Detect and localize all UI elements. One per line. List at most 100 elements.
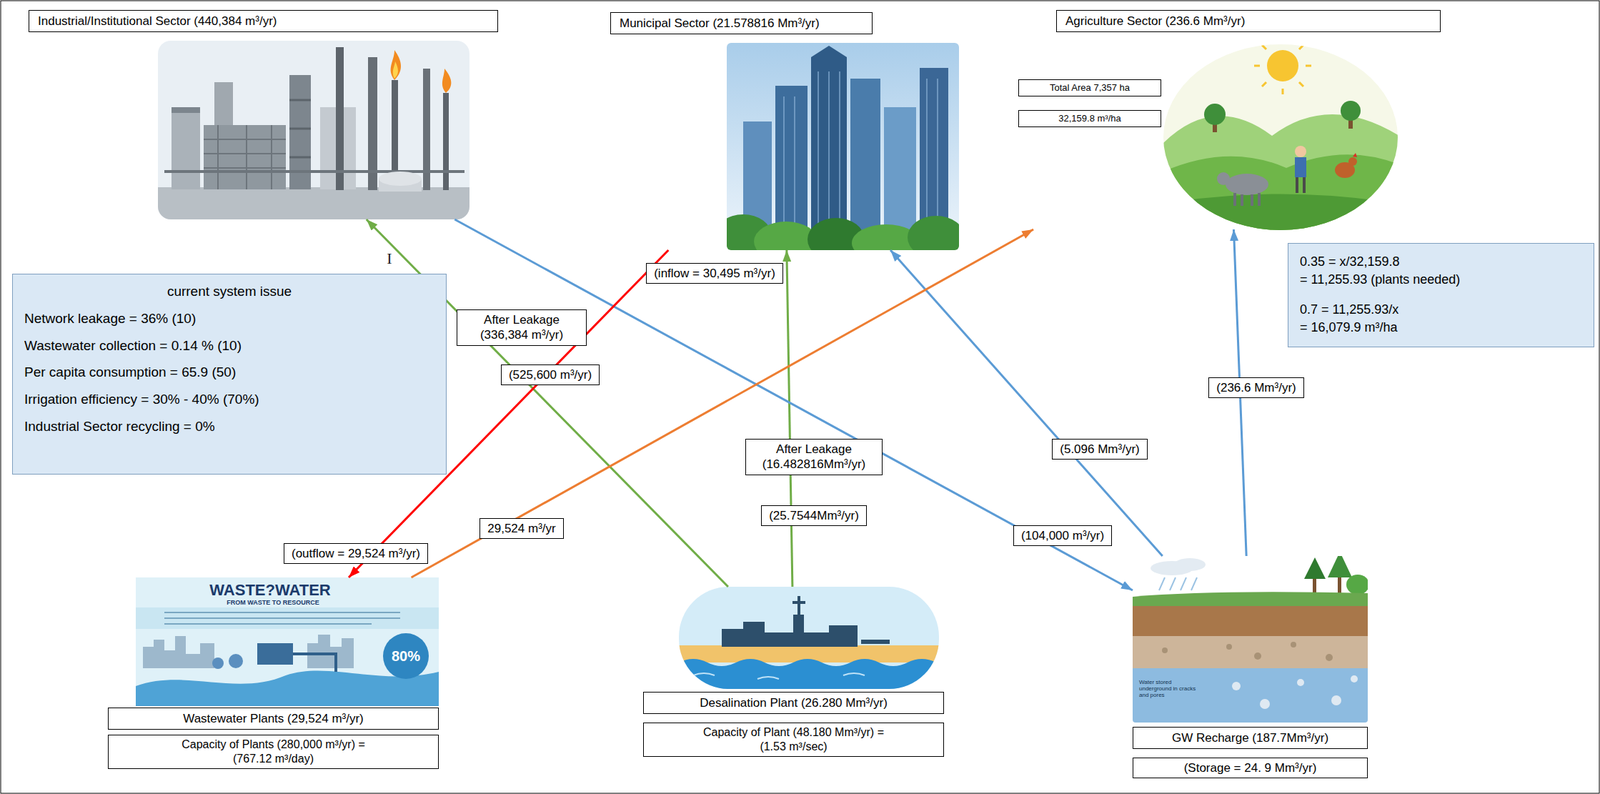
farm-picture <box>1216 172 1230 186</box>
sector-title: Agriculture Sector (236.6 Mm³/yr) <box>1056 10 1441 33</box>
issue-box: current system issueNetwork leakage = 36… <box>12 273 447 475</box>
sector-node: Agriculture Sector (236.6 Mm³/yr) Total A… <box>1018 10 1441 230</box>
groundwater-picture <box>1350 675 1358 683</box>
box-text: After Leakage (336,384 m³/yr) <box>464 312 579 344</box>
refinery-picture <box>214 82 233 126</box>
box-text: (25.7544Mm³/yr) <box>768 508 859 524</box>
capacity-box: Capacity of Plants (280,000 m³/yr) = (76… <box>107 734 439 769</box>
refinery-picture <box>442 68 451 93</box>
groundwater-picture <box>1132 668 1368 723</box>
farm-picture <box>1163 42 1400 232</box>
poster-subtitle: FROM WASTE TO RESOURCE <box>226 598 319 606</box>
refinery-picture <box>171 107 201 113</box>
flow-label-box: (104,000 m³/yr) <box>1013 525 1112 546</box>
farm-picture <box>1297 177 1305 193</box>
wastewater-poster <box>142 635 215 669</box>
cursor-mark-holder: I <box>386 249 392 268</box>
city-picture <box>883 107 917 243</box>
desalination-picture <box>721 614 858 647</box>
sector-title: Wastewater Plants (29,524 m³/yr) <box>107 707 439 730</box>
refinery-picture <box>393 61 399 79</box>
wastewater-poster <box>257 643 293 665</box>
box-text: (outflow = 29,524 m³/yr) <box>291 545 421 561</box>
flow-label-box: (525,600 m³/yr) <box>500 364 600 386</box>
flow-label-box: (25.7544Mm³/yr) <box>761 505 867 526</box>
farm-picture <box>1348 157 1358 166</box>
groundwater-picture <box>1159 577 1197 591</box>
groundwater-picture <box>1346 574 1368 595</box>
box-text: 0.7 = 11,255.93/x <box>1299 301 1583 318</box>
refinery-picture <box>157 40 470 220</box>
groundwater-picture <box>1231 681 1241 691</box>
flow-label-box: (236.6 Mm³/yr) <box>1208 377 1304 399</box>
cursor-mark: I <box>386 249 392 268</box>
box-text: Per capita consumption = 65.9 (50) <box>24 363 435 381</box>
farm-picture <box>1163 114 1400 232</box>
groundwater-picture <box>1254 652 1262 660</box>
box-text: current system issue <box>24 282 435 301</box>
poster-percent: 80% <box>391 648 421 665</box>
box-text: Capacity of Plant (48.180 Mm³/yr) = (1.5… <box>696 725 892 754</box>
groundwater-picture <box>1297 678 1305 687</box>
flow-arrow <box>454 219 1133 591</box>
poster-title-holder: WASTE?WATER <box>209 580 331 599</box>
desalination-picture <box>678 658 939 689</box>
refinery-picture <box>289 100 311 158</box>
farm-picture <box>1352 152 1358 158</box>
wastewater-poster <box>383 633 429 679</box>
refinery-picture <box>335 47 344 191</box>
groundwater-picture <box>1161 647 1168 654</box>
box-text: 29,524 m³/yr <box>487 520 556 536</box>
box-text: 32,159.8 m³/ha <box>1023 112 1157 125</box>
box-text: Industrial Sector recycling = 0% <box>24 418 435 436</box>
refinery-picture <box>157 40 470 220</box>
box-text: 0.35 = x/32,159.8 <box>1299 253 1583 271</box>
box-text: Total Area 7,357 ha <box>1023 82 1157 94</box>
box-text: After Leakage (16.482816Mm³/yr) <box>753 441 875 473</box>
recharge-node: GW Recharge (187.7Mm³/yr) <box>1132 555 1368 754</box>
refinery-picture <box>443 92 449 191</box>
flow-label-box: 29,524 m³/yr <box>479 518 564 539</box>
groundwater-picture <box>1132 591 1368 608</box>
wastewater-poster <box>292 653 336 672</box>
wastewater-poster <box>228 653 243 669</box>
box-text: Capacity of Plants (280,000 m³/yr) = (76… <box>171 737 376 767</box>
city-picture <box>775 85 808 243</box>
refinery-picture <box>390 50 401 81</box>
box-text: (525,600 m³/yr) <box>508 367 592 383</box>
desalination-picture <box>792 595 806 615</box>
flow-label-box: (outflow = 29,524 m³/yr) <box>283 543 429 564</box>
groundwater-picture <box>1226 643 1232 650</box>
flow-arrow <box>786 250 793 587</box>
desalination-picture <box>861 639 890 644</box>
farm-picture <box>1163 194 1400 233</box>
city-picture <box>811 45 847 58</box>
city-picture <box>783 71 938 236</box>
groundwater-picture <box>1327 555 1353 578</box>
farm-picture <box>1225 173 1269 196</box>
refinery-picture <box>171 107 201 190</box>
flow-label-box: (inflow = 30,495 m³/yr) <box>646 262 784 284</box>
groundwater-picture <box>1290 641 1297 648</box>
plant-node: Desalination Plant (26.280 Mm³/yr) <box>643 586 944 720</box>
picture-caption: Water stored underground in cracks and p… <box>1139 678 1198 699</box>
farm-picture <box>1204 103 1226 126</box>
farm-picture <box>1254 37 1312 95</box>
farm-picture <box>1294 157 1307 178</box>
refinery-picture <box>203 125 286 190</box>
city-picture <box>850 78 881 243</box>
sector-title: Municipal Sector (21.578816 Mm³/yr) <box>610 12 873 35</box>
refinery-picture <box>164 170 465 173</box>
sector-title: Industrial/Institutional Sector (440,384… <box>28 10 499 33</box>
city-picture <box>907 215 959 251</box>
wastewater-poster <box>135 577 439 707</box>
capacity-box: Capacity of Plant (48.180 Mm³/yr) = (1.5… <box>643 722 944 757</box>
wastewater-poster <box>164 612 401 624</box>
refinery-picture <box>203 125 286 190</box>
fact-box: 32,159.8 m³/ha <box>1018 110 1162 128</box>
box-text: (Storage = 24. 9 Mm³/yr) <box>1140 760 1360 776</box>
flow-label-box: (5.096 Mm³/yr) <box>1051 438 1147 460</box>
city-picture <box>726 42 959 251</box>
poster-subtitle-holder: FROM WASTE TO RESOURCE <box>226 598 319 606</box>
